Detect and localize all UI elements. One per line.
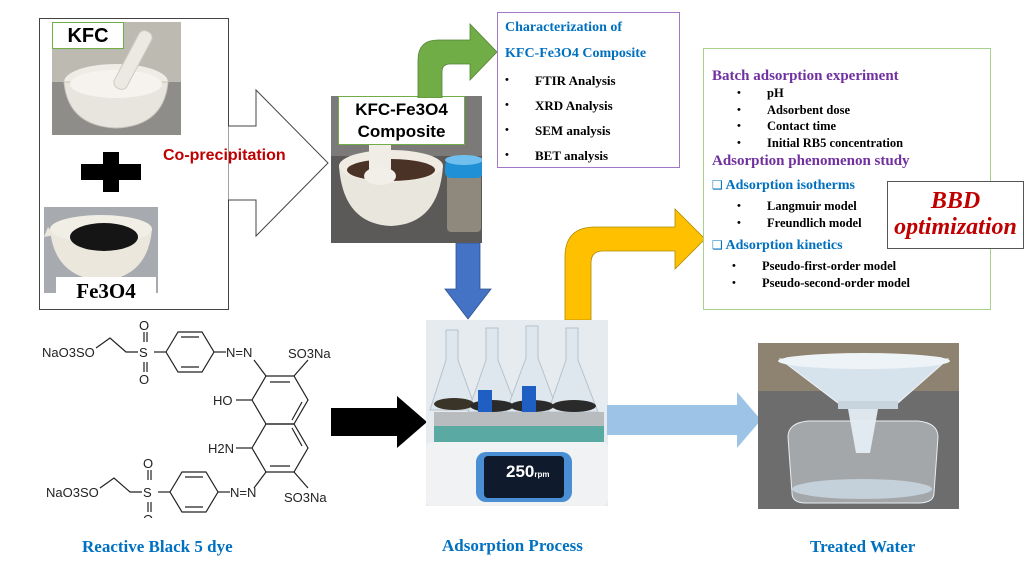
- experiments-box: Batch adsorption experiment pH Adsorbent…: [703, 48, 991, 310]
- bbd-text: BBD: [930, 188, 981, 214]
- kfc-label: KFC: [52, 22, 124, 49]
- shaker-display: 250rpm: [506, 462, 550, 482]
- batch-item: Adsorbent dose: [737, 102, 990, 119]
- kinetic-item: Pseudo-second-order model: [732, 275, 990, 292]
- lower-oxygen-top: O: [143, 456, 153, 471]
- characterization-item: BET analysis: [505, 143, 679, 168]
- co-precipitation-text: Co-precipitation: [163, 147, 286, 164]
- upper-oxygen-top: O: [139, 318, 149, 333]
- characterization-box: Characterization of KFC-Fe3O4 Composite …: [497, 12, 680, 168]
- batch-list: pH Adsorbent dose Contact time Initial R…: [737, 85, 990, 152]
- characterization-item: XRD Analysis: [505, 93, 679, 118]
- isotherm-item: Langmuir model: [737, 198, 990, 215]
- treated-water-caption: Treated Water: [810, 537, 916, 556]
- treated-water-photo: [758, 343, 959, 509]
- kfc-photo: [52, 22, 181, 135]
- batch-item: Initial RB5 concentration: [737, 135, 990, 152]
- characterization-item: FTIR Analysis: [505, 68, 679, 93]
- shaker-speed-value: 250: [506, 462, 535, 481]
- plus-icon: [81, 152, 141, 192]
- shaker-photo: 250rpm: [426, 320, 608, 506]
- dye-caption: Reactive Black 5 dye: [82, 537, 233, 556]
- optimization-text: optimization: [894, 214, 1017, 240]
- kinetic-item: Pseudo-first-order model: [732, 258, 990, 275]
- isotherms-heading: ❑ Adsorption isotherms: [712, 176, 990, 195]
- phenomenon-title: Adsorption phenomenon study: [712, 153, 910, 169]
- bbd-optimization-box: BBD optimization: [887, 181, 1024, 249]
- green-bent-arrow: [417, 23, 498, 98]
- light-blue-arrow: [607, 392, 761, 448]
- composite-label-line2: Composite: [357, 122, 446, 141]
- upper-sulfur-atom: S: [139, 345, 148, 360]
- lower-naso3so-group: NaO3SO: [46, 485, 99, 500]
- kfc-label-text: KFC: [67, 25, 109, 47]
- co-precipitation-arrow: [228, 88, 329, 238]
- adsorption-process-caption: Adsorption Process: [442, 536, 583, 555]
- kinetic-list: Pseudo-first-order model Pseudo-second-o…: [732, 258, 990, 292]
- batch-item: Contact time: [737, 118, 990, 135]
- yellow-bent-arrow: [564, 208, 706, 320]
- lower-so3na-group: SO3Na: [284, 490, 327, 505]
- kinetics-heading: ❑ Adsorption kinetics: [712, 236, 990, 255]
- shaker-speed-unit: rpm: [534, 470, 550, 479]
- lower-oxygen-bottom: O: [143, 512, 153, 518]
- isotherm-item: Freundlich model: [737, 215, 990, 232]
- co-precipitation-label: Co-precipitation: [163, 147, 286, 165]
- characterization-title-line2: KFC-Fe3O4 Composite: [505, 46, 647, 61]
- checkbox-icon: ❑: [712, 238, 723, 252]
- characterization-item: SEM analysis: [505, 118, 679, 143]
- lower-azo-group: N=N: [230, 485, 256, 500]
- fe3o4-label: Fe3O4: [56, 277, 156, 305]
- filter-funnel-bottle-icon: [758, 343, 959, 509]
- characterization-title-line1: Characterization of: [505, 20, 623, 35]
- fe3o4-label-text: Fe3O4: [76, 279, 136, 303]
- black-arrow: [331, 396, 427, 448]
- upper-so3na-group: SO3Na: [288, 346, 331, 361]
- mortar-white-powder-icon: [52, 22, 181, 135]
- kinetics-title: Adsorption kinetics: [725, 238, 843, 253]
- isotherms-title: Adsorption isotherms: [725, 178, 856, 193]
- characterization-list: FTIR Analysis XRD Analysis SEM analysis …: [505, 68, 679, 168]
- batch-item: pH: [737, 85, 990, 102]
- composite-label-line1: KFC-Fe3O4: [355, 100, 448, 119]
- amine-group: H2N: [208, 441, 234, 456]
- blue-down-arrow: [444, 243, 492, 320]
- batch-title: Batch adsorption experiment: [712, 68, 899, 84]
- upper-oxygen-bottom: O: [139, 372, 149, 387]
- composite-label: KFC-Fe3O4 Composite: [338, 96, 465, 145]
- reactive-black-5-structure: NaO3SO S O O N=N SO3Na HO H2N NaO3SO S O…: [42, 318, 331, 518]
- orbital-shaker-icon: [426, 320, 608, 506]
- upper-azo-group: N=N: [226, 345, 252, 360]
- lower-sulfur-atom: S: [143, 485, 152, 500]
- hydroxyl-group: HO: [213, 393, 233, 408]
- checkbox-icon: ❑: [712, 178, 723, 192]
- upper-naso3so-group: NaO3SO: [42, 345, 95, 360]
- isotherm-list: Langmuir model Freundlich model: [737, 198, 990, 232]
